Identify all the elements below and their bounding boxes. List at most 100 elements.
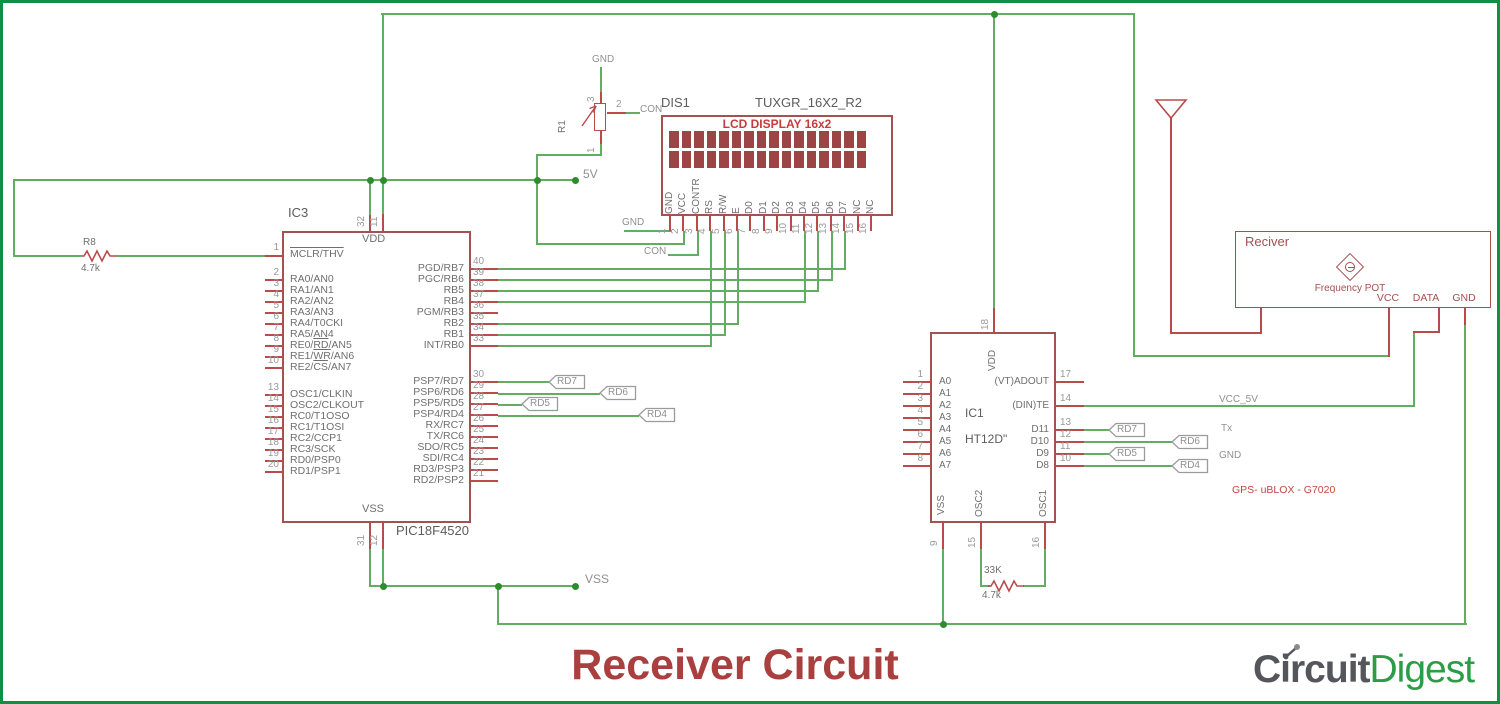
- wire-segment: [1083, 453, 1109, 455]
- wire-segment: [498, 301, 806, 303]
- wire-stub: [942, 523, 944, 549]
- pin-name: VDD: [987, 349, 998, 371]
- pin-stub: [803, 216, 805, 231]
- potentiometer-wiper-arrow-icon: [579, 99, 603, 129]
- lcd-character-block: [856, 151, 866, 168]
- pin-name-part: RA2/AN2: [290, 295, 334, 307]
- pin-number: 1: [917, 369, 923, 380]
- pin-name-part: RA4/T0CKI: [290, 317, 344, 329]
- pin-stub: [265, 345, 282, 347]
- net-tag-label: RD6: [1179, 436, 1200, 447]
- pin-stub: [723, 216, 725, 231]
- pin-name: SDI/RC4: [422, 452, 464, 464]
- net-tag-label: RD6: [607, 387, 628, 398]
- wire-stub: [1388, 308, 1390, 357]
- pin-name-part: RA1/AN1: [290, 284, 334, 296]
- pin-name: PSP6/RD6: [413, 386, 464, 398]
- pin-stub: [265, 290, 282, 292]
- pin-stub: [669, 216, 671, 231]
- lcd-character-block: [681, 151, 691, 168]
- pin-stub: [471, 345, 498, 347]
- pin-number: 32: [356, 215, 367, 227]
- wire-segment: [117, 255, 266, 257]
- ic1-outline: [930, 332, 1056, 523]
- wire-stub: [1413, 331, 1440, 333]
- ic1-part-label: HT12D": [965, 432, 1008, 446]
- pin-number: 36: [473, 300, 485, 311]
- pin-number: 10: [267, 355, 279, 366]
- pin-name: RD3/PSP3: [413, 463, 464, 475]
- pin-number: 12: [804, 222, 815, 234]
- pin-name: A4: [939, 424, 952, 435]
- pin-name: RB1: [443, 328, 464, 340]
- pin-stub: [265, 323, 282, 325]
- wire-segment: [683, 231, 685, 245]
- net-label-vss: VSS: [585, 572, 610, 586]
- pin-name: D10: [1030, 436, 1049, 447]
- pin-name: RB2: [443, 317, 464, 329]
- lcd-character-block: [706, 151, 716, 168]
- pin-stub: [763, 216, 765, 231]
- pin-stub: [903, 405, 931, 407]
- wire-stub: [607, 112, 626, 114]
- pin-stub: [903, 417, 931, 419]
- pin-stub: [696, 216, 698, 231]
- wire-segment: [737, 231, 739, 325]
- lcd-ref-label: DIS1: [661, 95, 690, 110]
- pin-name: OSC1/CLKIN: [290, 388, 352, 401]
- pin-name-part: OSC2/CLKOUT: [290, 399, 365, 411]
- pin-number: 6: [273, 311, 279, 322]
- net-label-gnd-lcd: GND: [622, 217, 645, 228]
- pin-number: 27: [473, 402, 485, 413]
- logo-text-digest: Digest: [1369, 648, 1476, 691]
- pin-stub: [265, 394, 282, 396]
- pin-number: 25: [473, 424, 485, 435]
- wire-segment: [382, 13, 384, 214]
- pin-name: PSP7/RD7: [413, 375, 464, 387]
- wire-segment: [980, 548, 982, 587]
- wire-stub: [993, 308, 995, 333]
- receiver-pin-data: DATA: [1412, 292, 1440, 304]
- lcd-character-block: [844, 151, 854, 168]
- page-title: Receiver Circuit: [571, 641, 899, 689]
- lcd-character-block: [731, 131, 741, 148]
- wire-segment: [498, 393, 600, 395]
- pin-number: 3: [586, 96, 597, 102]
- pin-number: 35: [473, 311, 485, 322]
- pin-name: TX/RC6: [426, 430, 464, 442]
- net-tag-label: RD7: [1116, 424, 1137, 435]
- lcd-outline: [661, 115, 893, 216]
- wire-segment: [498, 290, 819, 292]
- frequency-pot-circle: [1345, 262, 1355, 272]
- pin-name-part: CS: [313, 361, 328, 373]
- pin-name: D5: [811, 201, 822, 214]
- wire-stub: [265, 255, 283, 257]
- pin-number: 15: [845, 222, 856, 234]
- pin-number: 2: [917, 381, 923, 392]
- lcd-character-block: [719, 131, 729, 148]
- wire-segment: [13, 179, 15, 257]
- junction-dot: [571, 582, 579, 590]
- wire-segment: [1464, 323, 1466, 625]
- lcd-character-block: [769, 151, 779, 168]
- lcd-character-block: [756, 151, 766, 168]
- pin-number: 33: [473, 333, 485, 344]
- pin-name: RC3/SCK: [290, 443, 336, 456]
- pin-number: 20: [267, 459, 279, 470]
- net-label-vcc-5v: VCC_5V: [1219, 394, 1258, 405]
- frequency-pot-label: Frequency POT: [1314, 283, 1386, 294]
- wire-segment: [804, 231, 806, 303]
- wire-segment: [1023, 585, 1046, 587]
- pin-stub: [903, 381, 931, 383]
- wire-segment: [600, 143, 602, 156]
- pin-number: 14: [1060, 393, 1072, 404]
- pin-number: 8: [273, 333, 279, 344]
- pin-number: 1: [657, 228, 668, 234]
- pin-name: PSP4/RD4: [413, 408, 464, 420]
- receiver-pin-gnd: GND: [1452, 292, 1476, 304]
- pin-name: PGC/RB6: [417, 273, 464, 285]
- wire-segment: [381, 13, 1135, 15]
- lcd-character-block: [844, 131, 854, 148]
- lcd-character-block: [794, 151, 804, 168]
